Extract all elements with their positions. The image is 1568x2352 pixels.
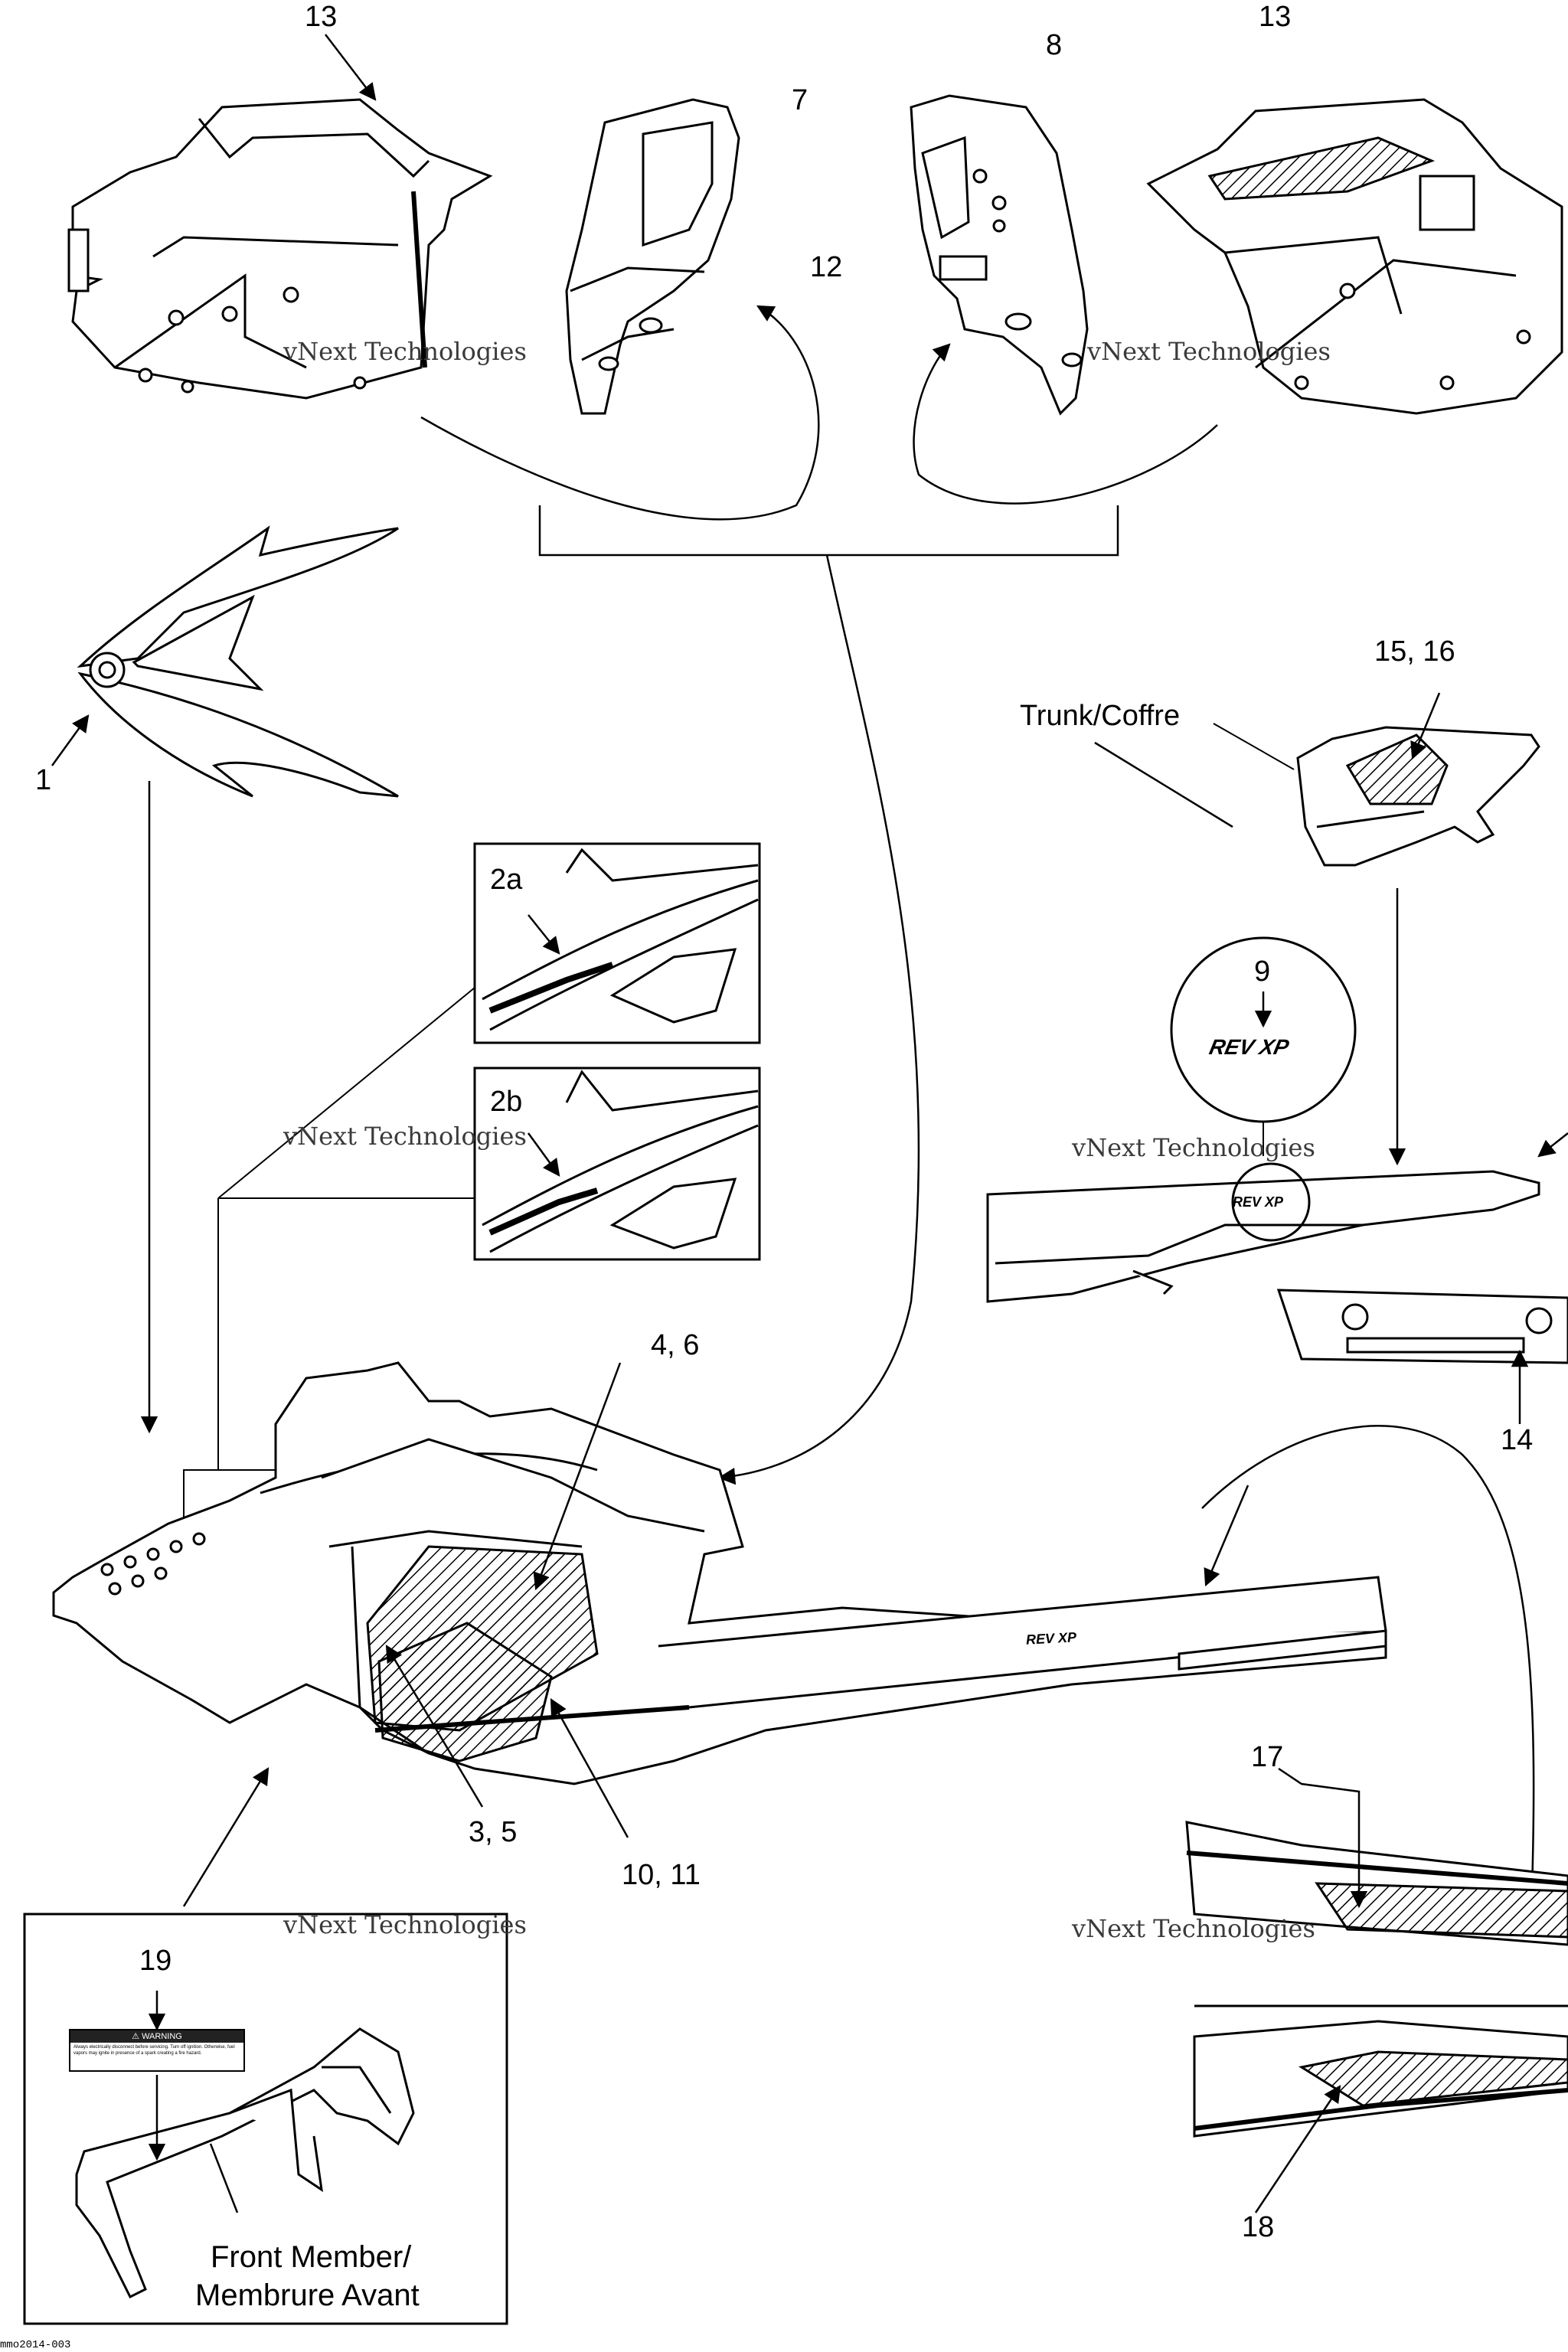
leader-13-left	[325, 34, 377, 101]
front-member-label-en: Front Member/	[211, 2240, 412, 2274]
rev-xp-decal-tunnel: REV XP	[1233, 1194, 1284, 1210]
main-body	[52, 1361, 1387, 1785]
callout-13-right: 13	[1259, 1, 1292, 33]
trunk	[1296, 726, 1540, 867]
footer-code: mmo2014-003	[0, 2339, 71, 2351]
inset-2a	[473, 842, 761, 1044]
rev-xp-decal: REV XP	[1207, 1035, 1292, 1059]
callout-3-5: 3, 5	[469, 1816, 518, 1848]
callout-1: 1	[35, 764, 52, 796]
right-side-panel	[1146, 98, 1563, 415]
callout-12: 12	[810, 251, 843, 283]
callout-14: 14	[1501, 1424, 1534, 1456]
front-member-box	[23, 1913, 508, 2325]
callout-2a: 2a	[490, 864, 523, 896]
hood-nose	[77, 525, 399, 798]
rev-xp-decal-body: REV XP	[1025, 1629, 1077, 1648]
trunk-label: Trunk/Coffre	[1020, 700, 1181, 732]
console-panel-7	[565, 98, 740, 415]
callout-2b: 2b	[490, 1086, 523, 1118]
callout-4-6: 4, 6	[651, 1329, 700, 1361]
left-side-panel	[67, 98, 493, 400]
warning-decal-head: ⚠ WARNING	[70, 2030, 243, 2043]
callout-9: 9	[1254, 956, 1271, 988]
callout-17: 17	[1251, 1741, 1284, 1773]
front-member	[75, 2027, 415, 2299]
callout-10-11: 10, 11	[622, 1859, 701, 1891]
callout-19: 19	[139, 1945, 172, 1977]
warning-decal-body: Always electrically disconnect before se…	[74, 2045, 235, 2056]
inset-2b	[473, 1067, 761, 1261]
running-board-18	[1193, 2004, 1568, 2138]
callout-18: 18	[1242, 2211, 1275, 2243]
front-member-label-fr: Membrure Avant	[195, 2278, 420, 2312]
warning-decal: ⚠ WARNING Always electrically disconnect…	[69, 2029, 245, 2072]
running-board-17	[1185, 1821, 1568, 1946]
callout-15-16: 15, 16	[1374, 635, 1455, 668]
console-panel-8	[910, 94, 1089, 416]
callout-8: 8	[1046, 29, 1063, 61]
rear-bumper	[1276, 1289, 1568, 1364]
tunnel-right	[986, 1162, 1540, 1303]
callout-13-left: 13	[305, 1, 338, 33]
callout-7: 7	[792, 84, 808, 116]
